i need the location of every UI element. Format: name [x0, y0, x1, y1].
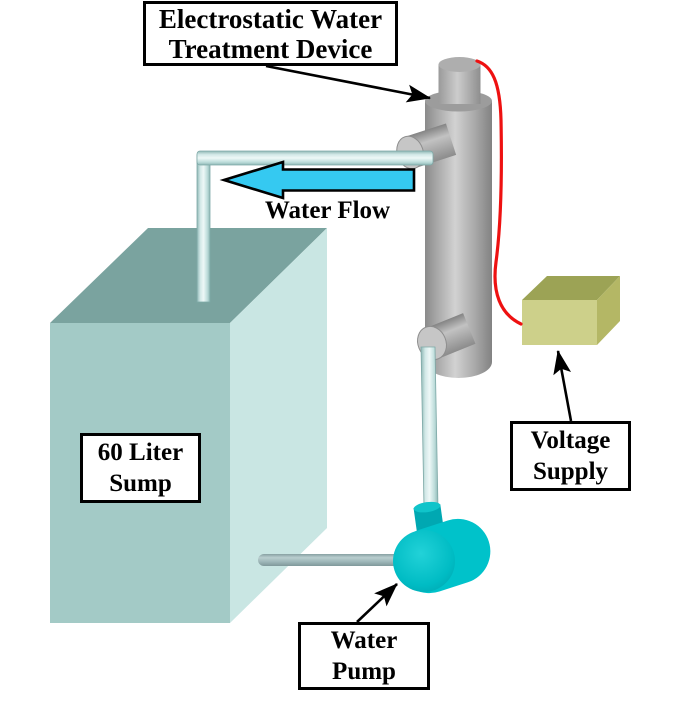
voltage-supply-box	[522, 276, 620, 345]
voltage-callout-arrow	[553, 350, 573, 422]
sump-side-face	[230, 228, 327, 623]
sump-inlet-pipe	[196, 154, 211, 303]
sump-to-pump-pipe	[258, 554, 410, 566]
pump-callout-arrow	[356, 583, 398, 623]
sump-label: 60 Liter Sump	[80, 433, 201, 503]
water-flow-label-text: Water Flow	[264, 197, 391, 224]
voltage-label: Voltage Supply	[510, 421, 631, 491]
cylinder-body	[425, 101, 492, 378]
pump-label-line1: Water	[330, 627, 398, 654]
pump-to-device-pipe	[420, 346, 439, 509]
voltage-label-line1: Voltage	[530, 427, 611, 454]
water-flow-label: Water Flow	[240, 197, 415, 225]
pump-front-face	[393, 530, 455, 592]
pump-inlet-port-top	[413, 501, 441, 513]
high-voltage-wire	[475, 59, 523, 326]
device-label: Electrostatic Water Treatment Device	[143, 1, 398, 66]
cylinder-cap-top	[438, 57, 481, 72]
voltage-box-top	[522, 276, 620, 300]
water-pump	[393, 501, 491, 594]
device-callout-arrow	[265, 64, 431, 103]
device-label-line1: Electrostatic Water	[158, 3, 383, 34]
voltage-box-front	[522, 300, 597, 345]
return-pipe	[196, 150, 434, 166]
voltage-box-side	[597, 276, 620, 345]
sump-label-line1: 60 Liter	[97, 439, 184, 466]
pump-label: Water Pump	[298, 622, 430, 690]
treatment-device-cylinder	[396, 57, 492, 378]
voltage-label-line2: Supply	[532, 458, 609, 485]
pump-label-line2: Pump	[332, 658, 396, 685]
sump-label-line2: Sump	[109, 470, 172, 497]
device-label-line2: Treatment Device	[168, 33, 373, 64]
water-flow-arrow	[219, 160, 416, 200]
sump-top-face	[50, 228, 327, 323]
